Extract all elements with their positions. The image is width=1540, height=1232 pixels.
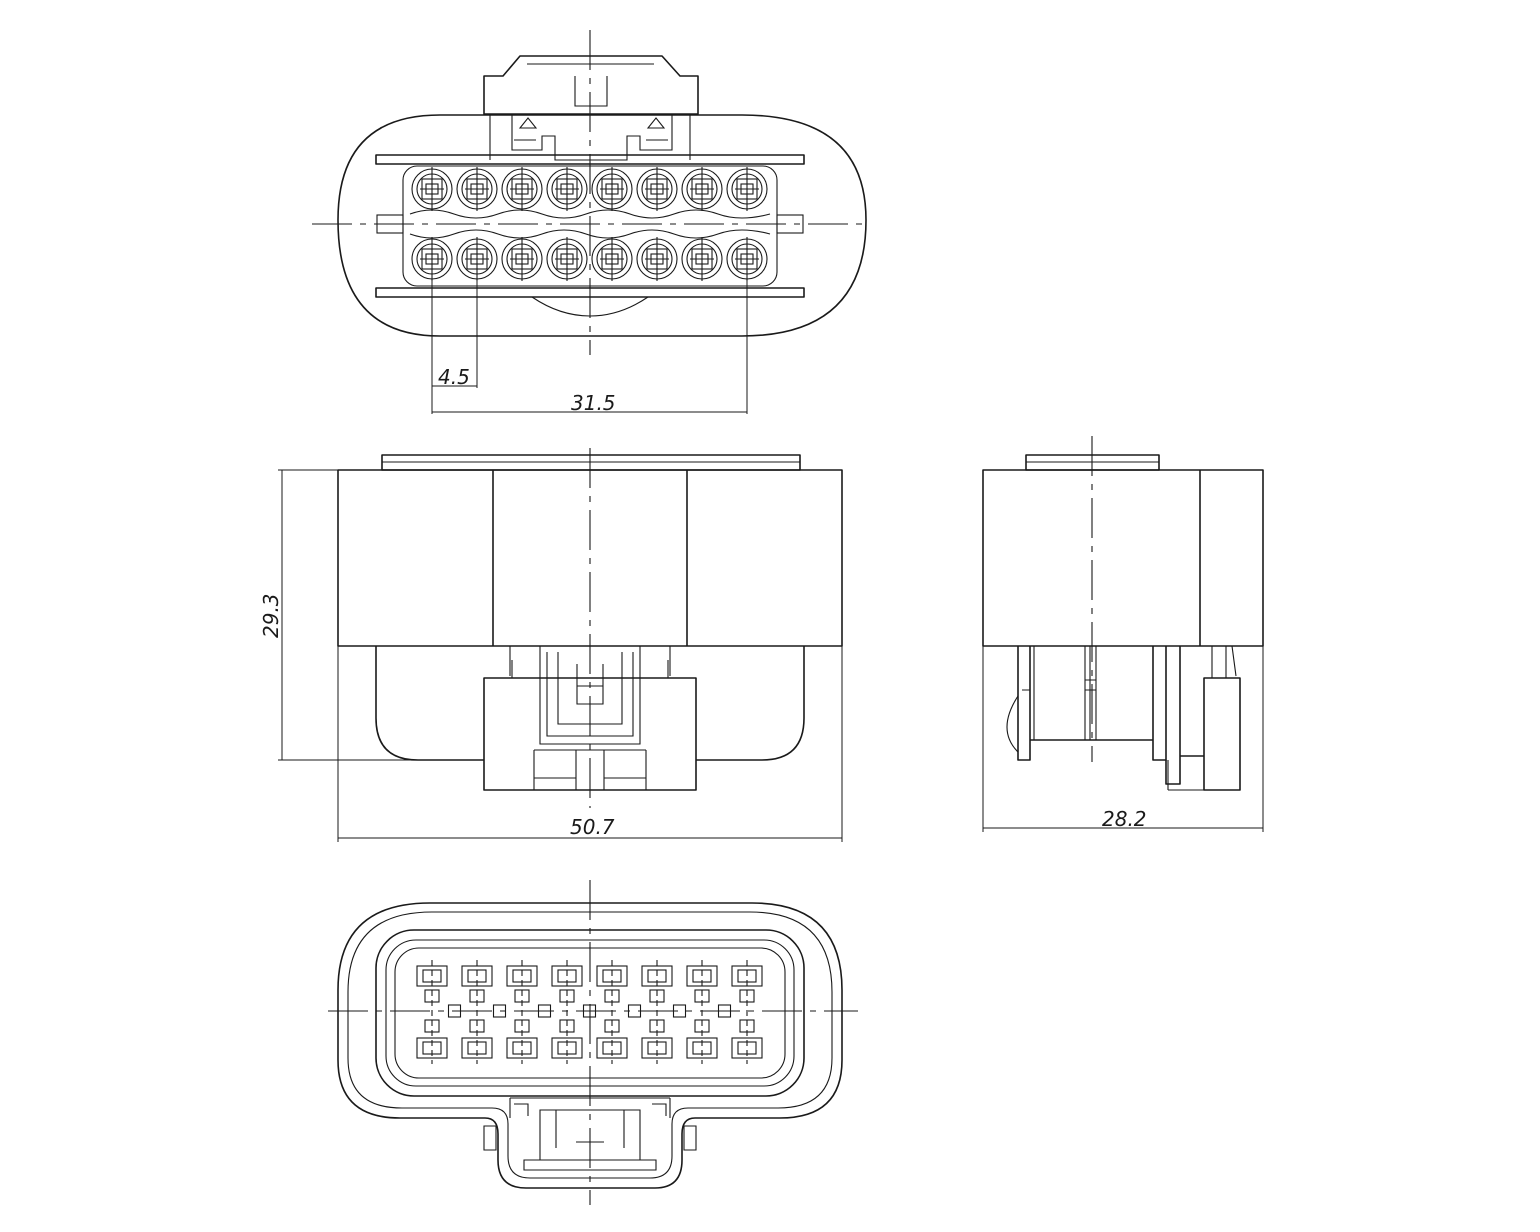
pitch-dimension-label: 4.5	[438, 365, 470, 389]
top-view-pin	[411, 167, 453, 211]
top-view-pin	[591, 237, 633, 281]
top-view: 4.5 31.5	[312, 30, 867, 415]
top-view-latch	[483, 55, 699, 115]
bottom-view-outer-housing	[337, 902, 843, 1189]
top-view-pin	[681, 237, 723, 281]
side-view: 28.2	[982, 436, 1264, 832]
top-view-pin	[726, 167, 768, 211]
top-view-pin	[546, 167, 588, 211]
top-view-body	[337, 114, 867, 337]
bottom-view	[328, 880, 858, 1205]
width-dimension-label: 50.7	[570, 815, 615, 839]
depth-dimension-label: 28.2	[1102, 807, 1147, 831]
top-view-pin	[501, 237, 543, 281]
top-view-pin	[456, 167, 498, 211]
top-view-pin	[501, 167, 543, 211]
top-view-pin	[546, 237, 588, 281]
pin-span-dimension-label: 31.5	[571, 391, 616, 415]
top-view-pin	[636, 237, 678, 281]
side-view-shroud	[982, 469, 1264, 647]
side-view-lower-body	[1017, 646, 1167, 761]
front-view: 29.3 50.7	[259, 448, 843, 842]
bottom-view-cavity-grid	[416, 960, 763, 1064]
top-view-pin	[591, 167, 633, 211]
top-view-pin	[636, 167, 678, 211]
top-view-pin	[681, 167, 723, 211]
height-dimension-label: 29.3	[259, 593, 283, 638]
